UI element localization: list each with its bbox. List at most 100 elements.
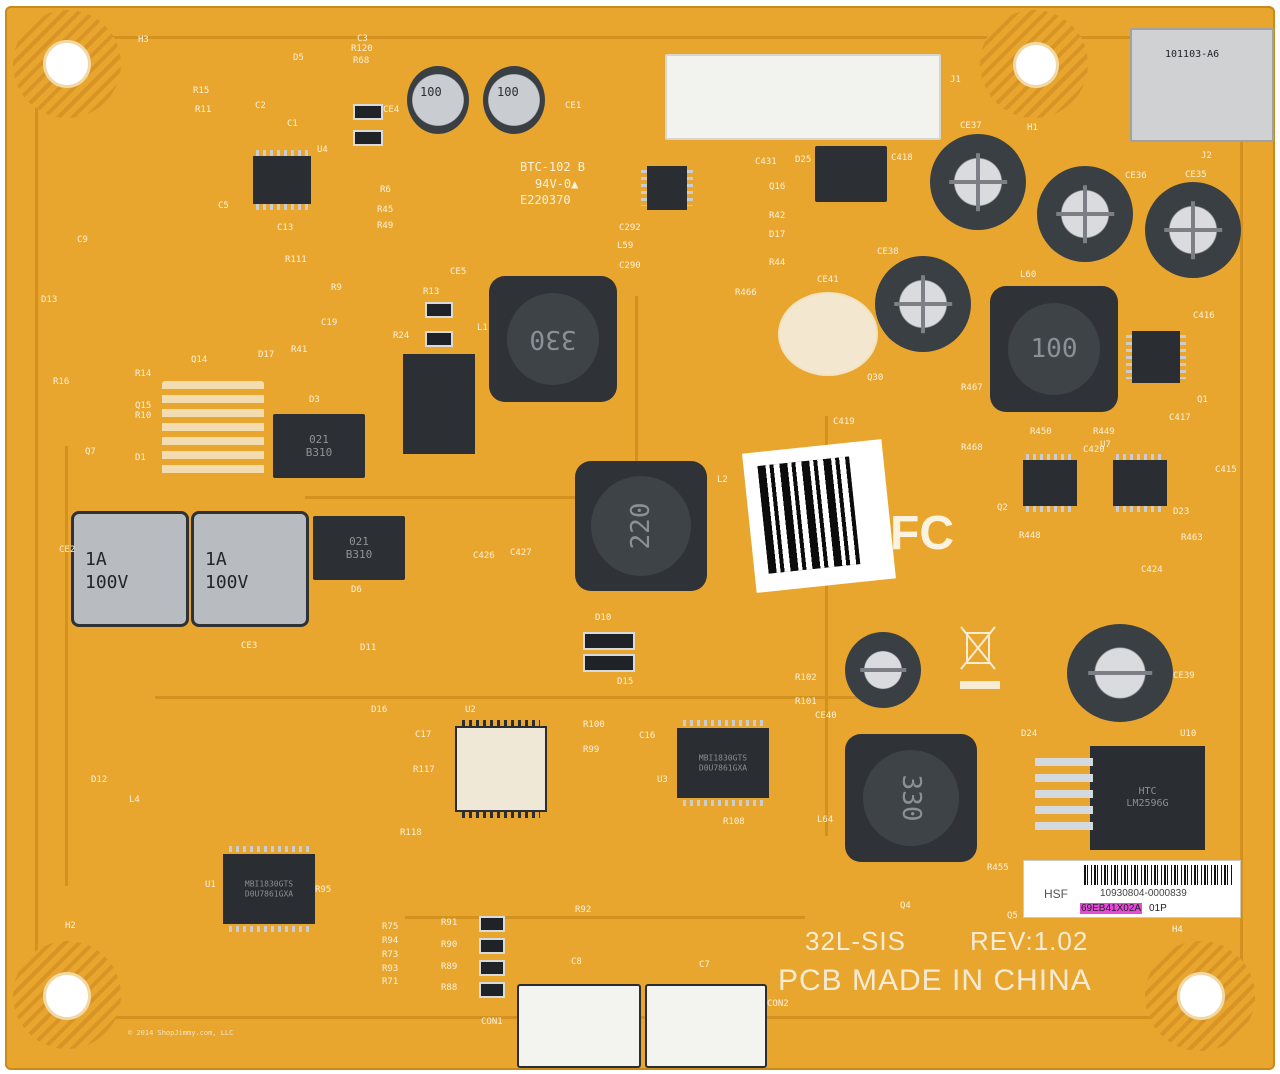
- inductor-l64: 330: [845, 734, 977, 862]
- silk-q30: Q30: [867, 373, 884, 383]
- resistor-r89: [479, 960, 505, 976]
- silk-r120: R120: [351, 44, 373, 54]
- capacitor-ce1: [483, 66, 545, 134]
- capacitor-ce40: [845, 632, 921, 708]
- trace: [405, 916, 805, 919]
- silk-d15: D15: [617, 677, 634, 687]
- resistor-d15: [583, 654, 635, 672]
- silk-d5: D5: [293, 53, 304, 63]
- silk-r41: R41: [291, 345, 308, 355]
- diode-d3-mark-1: 021: [309, 432, 329, 446]
- capacitor-ce2: [71, 511, 189, 627]
- silk-r68: R68: [353, 56, 370, 66]
- silk-r111: R111: [285, 255, 307, 265]
- silk-r24: R24: [393, 331, 410, 341]
- silk-r10: R10: [135, 411, 152, 421]
- ic-u1-mark-1: MBI1830GTS: [244, 879, 294, 889]
- silk-r88: R88: [441, 983, 458, 993]
- silk-r15: R15: [193, 86, 210, 96]
- ffc-connector-con2: [645, 984, 767, 1068]
- silk-r449: R449: [1093, 427, 1115, 437]
- silk-c415: C415: [1215, 465, 1237, 475]
- silk-ce5: CE5: [450, 267, 467, 277]
- silk-d13: D13: [41, 295, 58, 305]
- cap-ce2-value-4: 100V: [85, 572, 129, 593]
- silk-u2: U2: [465, 705, 476, 715]
- ic-q20: [641, 166, 693, 210]
- silk-q2: Q2: [997, 503, 1008, 513]
- silk-c5: C5: [218, 201, 229, 211]
- silk-c418: C418: [891, 153, 913, 163]
- cap-ce4-value: 100: [420, 85, 442, 99]
- silk-ce38: CE38: [877, 247, 899, 257]
- silk-q4: Q4: [900, 901, 911, 911]
- silk-l1: L1: [477, 323, 488, 333]
- silk-d25: D25: [795, 155, 812, 165]
- silk-q1: Q1: [1197, 395, 1208, 405]
- silk-d3: D3: [309, 395, 320, 405]
- mounting-hole-h1: [1013, 42, 1059, 88]
- silk-d23: D23: [1173, 507, 1190, 517]
- silk-r42: R42: [769, 211, 786, 221]
- trace: [825, 416, 828, 836]
- capacitor-ce37: [930, 134, 1026, 230]
- ic-u4: [253, 150, 311, 210]
- silk-q15: Q15: [135, 401, 152, 411]
- diode-d25: [815, 146, 887, 202]
- resistor-r91: [479, 916, 505, 932]
- silk-u3: U3: [657, 775, 668, 785]
- silk-c427: C427: [510, 548, 532, 558]
- silk-d16: D16: [371, 705, 388, 715]
- inductor-l2: 220: [575, 461, 707, 591]
- transistor-q10: [403, 354, 475, 454]
- silk-d6: D6: [351, 585, 362, 595]
- diode-d6-mark-2: B310: [345, 548, 373, 561]
- label-prefix: HSF: [1044, 887, 1068, 901]
- board-revision: REV:1.02: [970, 926, 1089, 956]
- silk-r14: R14: [135, 369, 152, 379]
- silk-r468: R468: [961, 443, 983, 453]
- capacitor-ce41-outline: [778, 292, 878, 376]
- silk-r99: R99: [583, 745, 600, 755]
- silk-u10: U10: [1180, 729, 1197, 739]
- silk-ce4: CE4: [383, 105, 400, 115]
- silk-d11: D11: [360, 643, 377, 653]
- resistor-r88: [479, 982, 505, 998]
- silk-c3: C3: [357, 34, 368, 44]
- silk-r9: R9: [331, 283, 342, 293]
- silk-r100: R100: [583, 720, 605, 730]
- silk-ce35: CE35: [1185, 170, 1207, 180]
- capacitor-ce38: [875, 256, 971, 352]
- silk-q16: Q16: [769, 182, 786, 192]
- silk-c19: C19: [321, 318, 338, 328]
- ic-q1: [1126, 331, 1186, 383]
- ic-u3-mark-2: D0U7861GXA: [698, 763, 748, 772]
- mounting-hole-h2: [43, 972, 91, 1020]
- weee-bar: [960, 681, 1000, 689]
- silk-ce39: CE39: [1173, 671, 1195, 681]
- trace: [45, 36, 1225, 39]
- silk-d17b: D17: [769, 230, 786, 240]
- ic-u2: [455, 720, 547, 818]
- resistor-r200-a: [425, 302, 453, 318]
- silk-ce41: CE41: [817, 275, 839, 285]
- silk-l4: L4: [129, 795, 140, 805]
- silk-c1: C1: [287, 119, 298, 129]
- capacitor-ce39: [1067, 624, 1173, 722]
- trace: [65, 446, 68, 886]
- silk-u4: U4: [317, 145, 328, 155]
- silk-r6: R6: [380, 185, 391, 195]
- silk-u1: U1: [205, 880, 216, 890]
- inductor-l60: 100: [990, 286, 1118, 412]
- silk-q7: Q7: [85, 447, 96, 457]
- pcb-board: H3 H1 H2 H4 J1 101103-A6 J2 100 CE4 100 …: [5, 6, 1275, 1070]
- silk-u7: U7: [1100, 440, 1111, 450]
- silk-l60: L60: [1020, 270, 1037, 280]
- silk-c9: C9: [77, 235, 88, 245]
- silk-h2: H2: [65, 921, 76, 931]
- silk-r91: R91: [441, 918, 458, 928]
- silk-r466: R466: [735, 288, 757, 298]
- capacitor-ce4: [407, 66, 469, 134]
